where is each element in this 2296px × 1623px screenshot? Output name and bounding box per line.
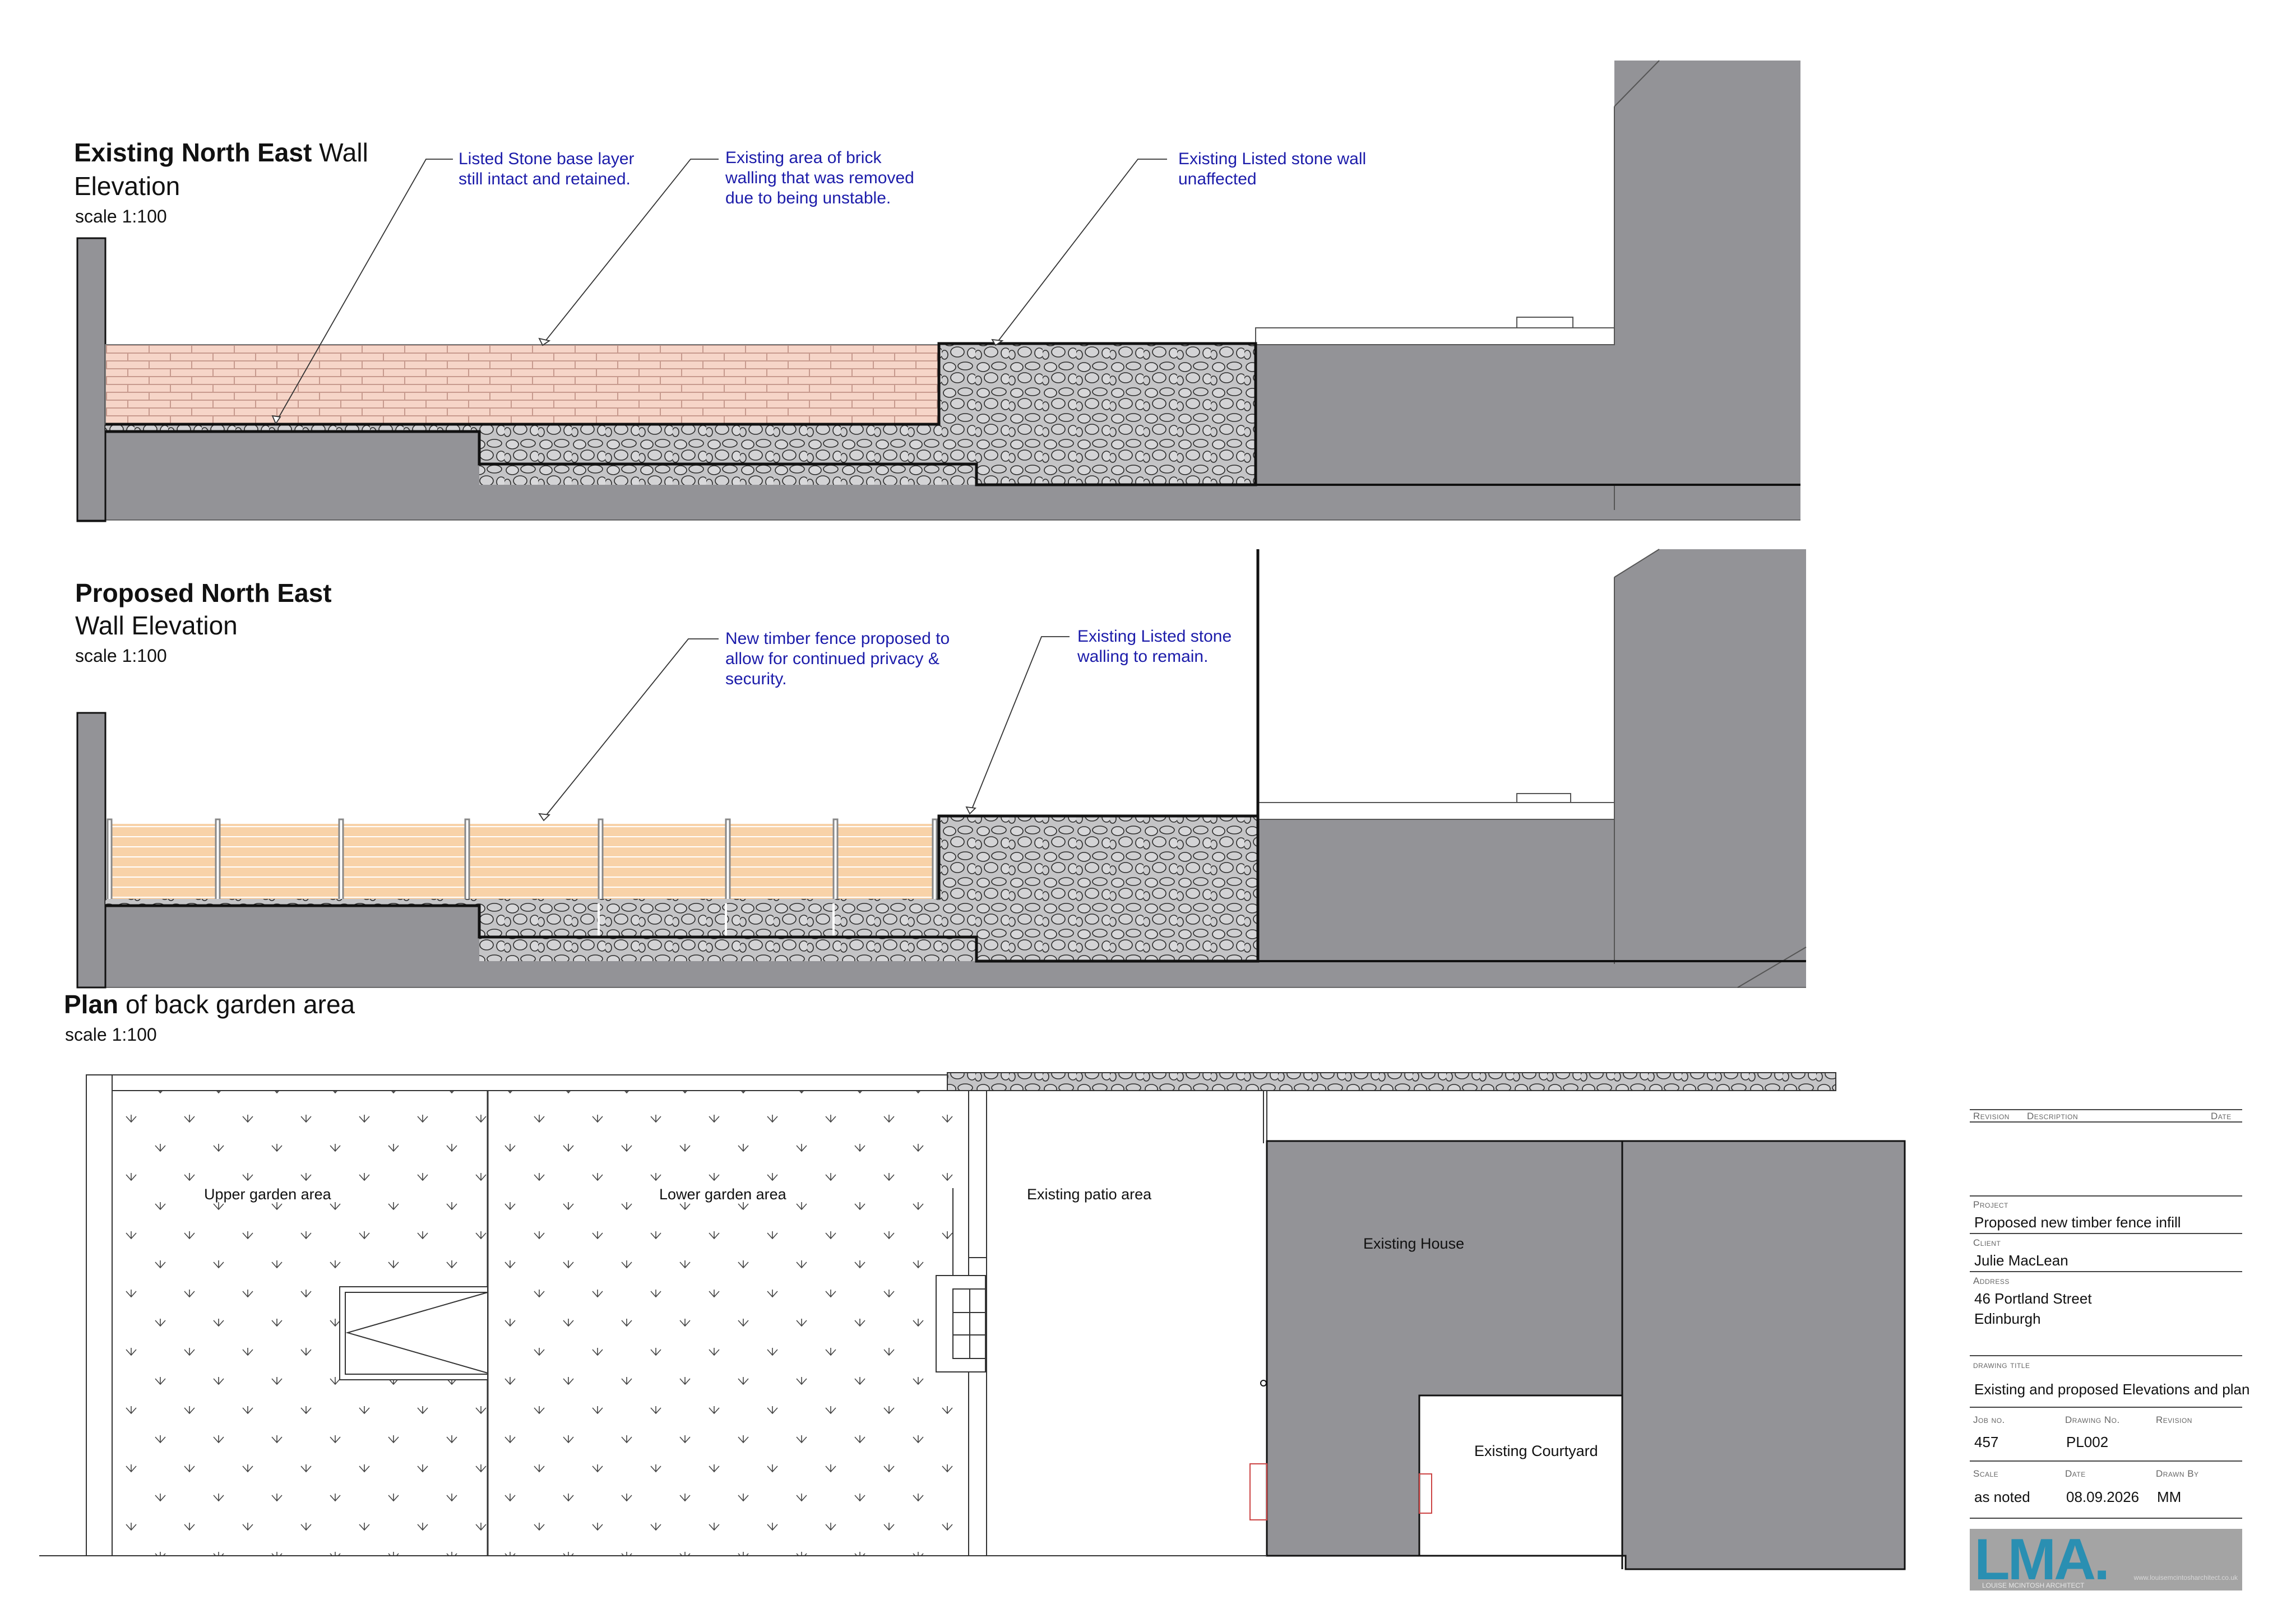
proposed-title-bold: Proposed North East	[75, 578, 332, 608]
note-timber-fence: New timber fence proposed to allow for c…	[725, 629, 950, 688]
plan-title: Plan of back garden area	[64, 989, 355, 1020]
title-block-frame	[1970, 1109, 2242, 1197]
note-stone-remain: Existing Listed stone walling to remain.	[1077, 627, 1232, 666]
tb-project-caption: Project	[1973, 1199, 2008, 1210]
logo-text: LMA.	[1974, 1529, 2110, 1590]
tb-divider	[1970, 1407, 2242, 1408]
tb-scale-caption: Scale	[1973, 1468, 1999, 1479]
tb-job-no: 457	[1974, 1434, 1999, 1450]
tb-address-line1: 46 Portland Street	[1974, 1290, 2092, 1307]
tb-divider	[1970, 1518, 2242, 1519]
label-patio: Existing patio area	[1027, 1186, 1152, 1203]
tb-description-caption: Description	[2027, 1111, 2079, 1121]
tb-project: Proposed new timber fence infill	[1974, 1214, 2181, 1231]
tb-date: 08.09.2026	[2066, 1488, 2140, 1505]
tb-date-caption: Date	[2211, 1111, 2232, 1121]
architect-logo: LMA. LOUISE MCINTOSH ARCHITECT www.louis…	[1970, 1529, 2242, 1590]
tb-date2-caption: Date	[2065, 1468, 2086, 1479]
tb-drawing-title: Existing and proposed Elevations and pla…	[1974, 1381, 2250, 1398]
label-house: Existing House	[1363, 1235, 1465, 1252]
note-stone-base: Listed Stone base layer still intact and…	[459, 150, 635, 188]
tb-revision2-caption: Revision	[2156, 1415, 2192, 1425]
plan-title-rest: of back garden area	[125, 990, 355, 1019]
label-courtyard: Existing Courtyard	[1474, 1443, 1598, 1459]
tb-divider	[1970, 1355, 2242, 1356]
tb-job-no-caption: Job no.	[1973, 1415, 2005, 1425]
site-plan	[39, 1072, 1906, 1570]
tb-drawing-title-caption: drawing title	[1973, 1360, 2030, 1370]
tb-client: Julie MacLean	[1974, 1252, 2068, 1269]
proposed-elevation	[76, 549, 1807, 989]
existing-scale: scale 1:100	[75, 206, 167, 226]
tb-drawn-by-caption: Drawn By	[2156, 1468, 2199, 1479]
note-brick-removed: Existing area of brick walling that was …	[725, 149, 914, 207]
tb-drawing-no-caption: Drawing No.	[2065, 1415, 2120, 1425]
tb-scale: as noted	[1974, 1488, 2030, 1505]
annotation-leaders	[271, 159, 1167, 822]
tb-drawn-by: MM	[2157, 1488, 2182, 1505]
proposed-elevation-title: Proposed North East	[75, 577, 332, 609]
tb-divider	[1970, 1460, 2242, 1462]
proposed-scale: scale 1:100	[75, 646, 167, 666]
tb-address-line2: Edinburgh	[1974, 1310, 2041, 1327]
tb-revision-caption: Revision	[1973, 1111, 2010, 1121]
label-upper-garden: Upper garden area	[204, 1186, 331, 1203]
plan-scale: scale 1:100	[65, 1024, 157, 1045]
logo-subtitle: LOUISE MCINTOSH ARCHITECT	[1982, 1582, 2085, 1589]
tb-divider	[1970, 1271, 2242, 1272]
existing-title-bold: Existing North East	[74, 138, 312, 167]
tb-drawing-no: PL002	[2066, 1434, 2109, 1450]
note-stone-unaffected: Existing Listed stone wall unaffected	[1178, 150, 1367, 188]
existing-elevation	[76, 60, 1800, 522]
tb-client-caption: Client	[1973, 1237, 2001, 1248]
existing-elevation-title-line2: Elevation	[74, 171, 180, 201]
tb-address-caption: Address	[1973, 1276, 2010, 1286]
proposed-elevation-title-line2: Wall Elevation	[75, 611, 238, 640]
existing-title-rest: Wall	[319, 138, 368, 167]
logo-url: www.louisemcintosharchitect.co.uk	[2133, 1574, 2238, 1582]
label-lower-garden: Lower garden area	[659, 1186, 786, 1203]
plan-title-bold: Plan	[64, 990, 119, 1019]
tb-divider	[1970, 1233, 2242, 1234]
existing-elevation-title: Existing North East Wall	[74, 137, 368, 168]
